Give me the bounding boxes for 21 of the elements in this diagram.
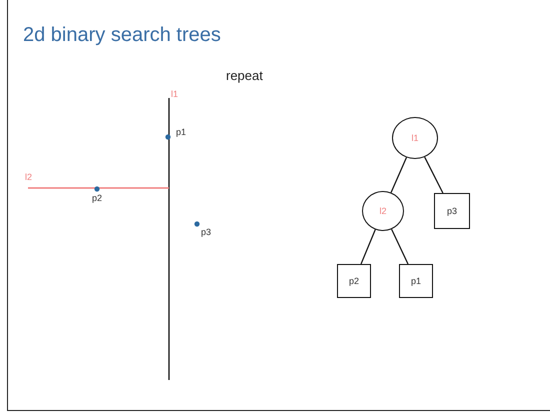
note-text: repeat bbox=[226, 69, 263, 82]
tree-edge bbox=[424, 156, 444, 194]
leaf-node-box bbox=[399, 264, 433, 298]
leaf-node-box bbox=[337, 264, 371, 298]
leaf-node-box bbox=[434, 193, 470, 229]
split-node-circle bbox=[392, 117, 438, 159]
slide-title: 2d binary search trees bbox=[23, 24, 221, 47]
point-label: p2 bbox=[92, 194, 102, 203]
node-label: p3 bbox=[446, 206, 457, 216]
point-label: p3 bbox=[201, 228, 212, 237]
node-label: l2 bbox=[379, 206, 386, 216]
line-label: l2 bbox=[25, 173, 32, 182]
tree-edge bbox=[391, 228, 409, 264]
line-label: l1 bbox=[171, 90, 178, 99]
point-label: p1 bbox=[176, 128, 186, 137]
node-label: p1 bbox=[410, 276, 421, 286]
node-label: p2 bbox=[348, 276, 359, 286]
tree-edge bbox=[390, 157, 407, 193]
tree-edge bbox=[360, 229, 376, 264]
split-node-circle bbox=[362, 191, 404, 231]
node-label: l1 bbox=[411, 133, 418, 143]
